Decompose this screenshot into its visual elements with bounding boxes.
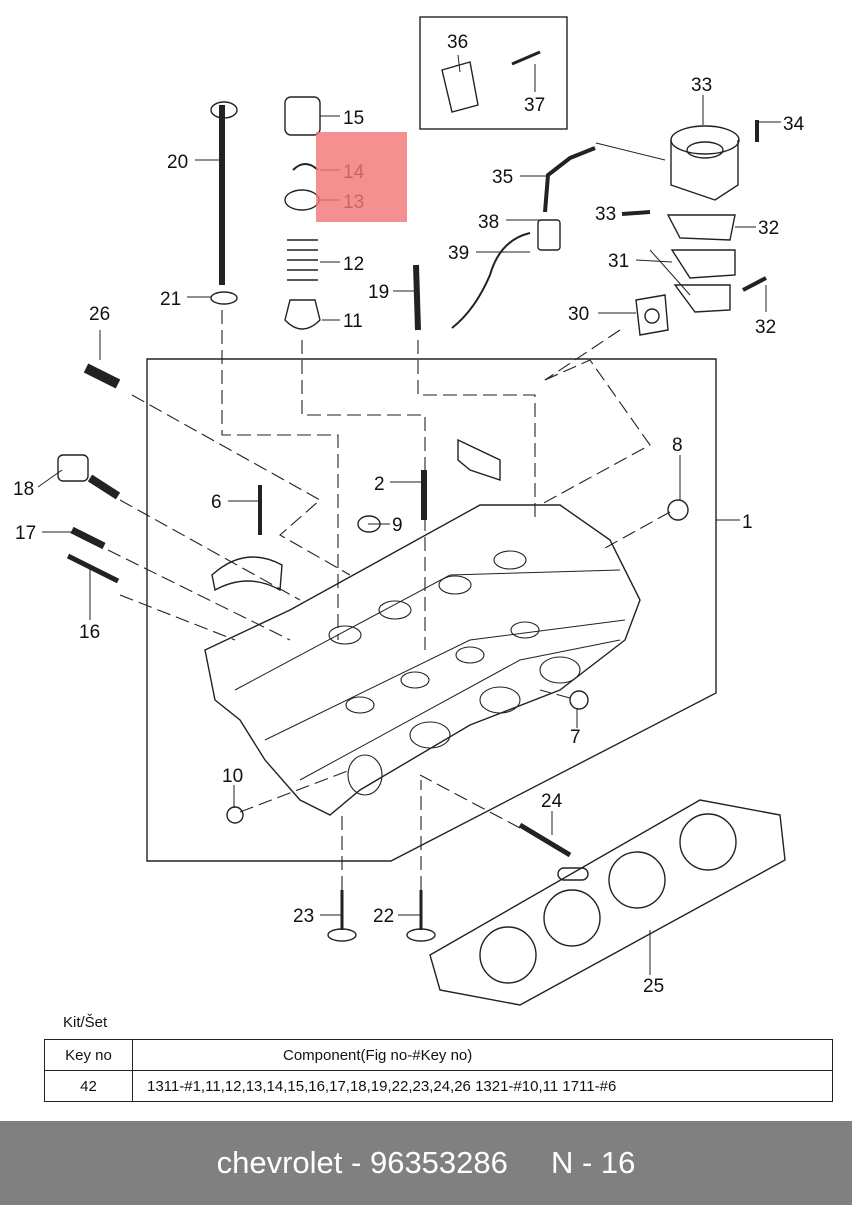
callout-37: 35 [492,167,513,188]
callout-31: 31 [608,251,629,272]
callout-23: 20 [167,152,188,173]
callout-7: 8 [672,435,683,456]
footer-text: chevrolet - 96353286 N - 16 [216,1145,636,1180]
callout-8: 7 [570,727,581,748]
footer-bar: chevrolet - 96353286 N - 16 [0,1121,852,1205]
callout-32: 32 [755,317,776,338]
header-component: Component(Fig no-#Key no) [132,1039,833,1071]
callout-34: 32 [758,218,779,239]
callout-30: 30 [568,304,589,325]
callout-19: 16 [79,622,100,643]
kit-table-header: Key no Component(Fig no-#Key no) [44,1039,833,1071]
kit-table: Key no Component(Fig no-#Key no) 42 1311… [44,1039,833,1102]
callout-21: 18 [13,479,34,500]
callout-9: 9 [392,515,403,536]
callout-41: 39 [448,243,469,264]
cell-keyno: 42 [44,1070,133,1102]
callout-25: 25 [643,976,664,997]
callout-26: 26 [89,304,110,325]
callout-33: 33 [595,204,616,225]
cylinder-head [204,504,641,816]
callout-12: 23 [293,906,314,927]
callout-20: 17 [15,523,36,544]
callout-11: 22 [373,906,394,927]
callout-18: 24 [541,791,563,812]
callout-6: 6 [211,492,222,513]
table-row: 42 1311-#1,11,12,13,14,15,16,17,18,19,22… [44,1070,833,1102]
head-frame [146,358,717,862]
callout-38: 36 [447,32,468,53]
callout-1: 1 [742,512,753,533]
callout-39: 37 [524,95,545,116]
egr-valve [670,125,740,155]
kit-title: Kit/Šet [63,1014,108,1031]
cylinder-head-exploded-diagram: 20 21 15 14 13 12 11 19 26 18 17 16 6 2 … [13,16,805,1006]
callout-17: 15 [343,108,364,129]
callout-2: 2 [374,474,385,495]
highlight-box [316,132,407,222]
inset-box [419,16,568,130]
header-keyno: Key no [44,1039,133,1071]
head-gasket [429,799,786,1006]
callout-14: 12 [343,254,364,275]
callout-36: 34 [783,114,805,135]
callout-13: 11 [343,311,363,332]
callout-24: 21 [160,289,181,310]
callout-40: 38 [478,212,499,233]
cell-component: 1311-#1,11,12,13,14,15,16,17,18,19,22,23… [132,1070,833,1102]
callout-35: 33 [691,75,712,96]
callout-10: 10 [222,766,243,787]
callout-22: 19 [368,282,389,303]
valve-tappet [284,96,321,136]
